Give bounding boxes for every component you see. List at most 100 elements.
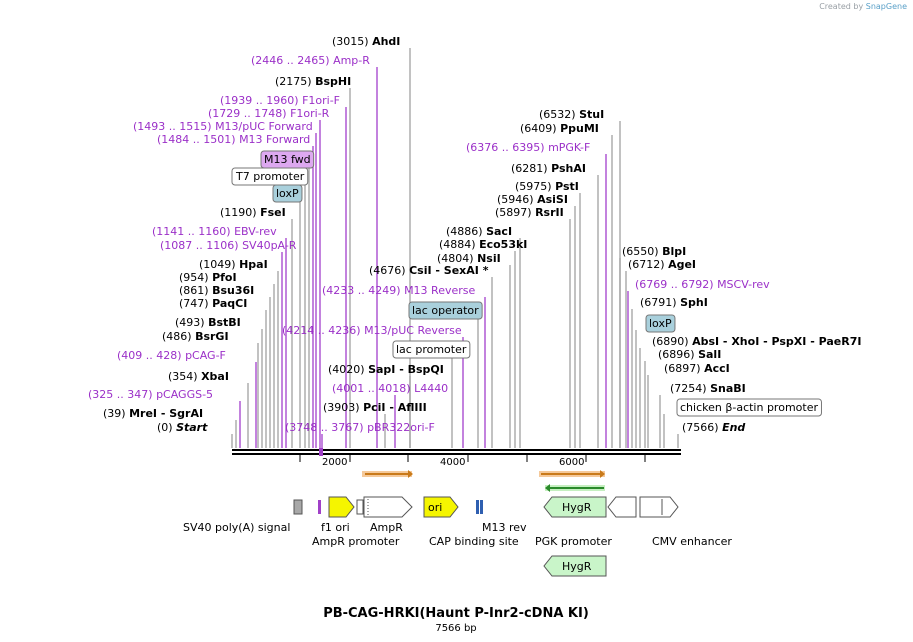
hygr-feature-lower[interactable] — [543, 555, 607, 577]
backbone — [232, 448, 681, 456]
restriction-site-label[interactable]: (954) PfoI — [179, 271, 237, 284]
site-labels: (0) Start(39) MreI - SgrAI (325 .. 347) p… — [88, 35, 861, 434]
sv40-polya-feature[interactable] — [293, 499, 303, 515]
pgk-promoter-feature[interactable] — [607, 496, 637, 518]
restriction-site-label[interactable]: (7254) SnaBI — [670, 382, 746, 395]
ampr-region[interactable] — [363, 496, 413, 518]
restriction-site-label[interactable]: (5897) RsrII — [495, 206, 564, 219]
feature-box-label[interactable]: loxP — [272, 184, 303, 203]
scale: 2000 4000 6000 — [299, 455, 646, 468]
feature-box-label[interactable]: T7 promoter — [231, 167, 309, 186]
restriction-site-label[interactable]: (354) XbaI — [168, 370, 229, 383]
ampr-label: AmpR — [370, 521, 403, 534]
feature-box-text: lac operator — [412, 304, 479, 317]
m13-rev-label: M13 rev — [482, 521, 527, 534]
scale-tick-4000: 4000 — [440, 457, 465, 468]
primer-label[interactable]: (3748 .. 3767) pBR322ori-F — [285, 421, 435, 434]
hygr-feature[interactable] — [543, 496, 607, 518]
site-leader-lines — [231, 48, 679, 448]
feature-box-text: lac promoter — [396, 343, 467, 356]
restriction-site-label[interactable]: (39) MreI - SgrAI — [103, 407, 203, 420]
restriction-site-label[interactable]: (493) BstBI — [175, 316, 241, 329]
restriction-site-label[interactable]: (2175) BspHI — [275, 75, 351, 88]
pgk-promoter-label: PGK promoter — [535, 535, 612, 548]
restriction-site-label[interactable]: (7566) End — [682, 421, 745, 434]
restriction-site-label[interactable]: (1049) HpaI — [199, 258, 268, 271]
feature-track: ori HygR HygR — [293, 496, 679, 577]
restriction-site-label[interactable]: (4886) SacI — [446, 225, 512, 238]
cmv-enhancer-feature[interactable] — [639, 496, 679, 518]
primer-label[interactable]: (1141 .. 1160) EBV-rev — [152, 225, 277, 238]
ori-inline-label: ori — [428, 501, 442, 514]
ampr-promoter-feature[interactable] — [356, 499, 364, 515]
restriction-site-label[interactable]: (1190) FseI — [220, 206, 286, 219]
restriction-site-label[interactable]: (5975) PstI — [515, 180, 579, 193]
feature-box-text: T7 promoter — [235, 170, 305, 183]
sv40-polya-label: SV40 poly(A) signal — [183, 521, 290, 534]
restriction-site-label[interactable]: (4020) SapI - BspQI — [328, 363, 444, 376]
feature-box-label[interactable]: lac operator — [408, 301, 483, 320]
feature-box-label[interactable]: loxP — [645, 314, 676, 333]
credit-prefix: Created by — [819, 2, 864, 11]
restriction-site-label[interactable]: (861) Bsu36I — [179, 284, 254, 297]
ampr-feature[interactable] — [328, 496, 355, 518]
primer-label[interactable]: (1729 .. 1748) F1ori-R — [208, 107, 330, 120]
feature-labels: SV40 poly(A) signal f1 ori AmpR AmpR pro… — [183, 521, 732, 548]
hygr-lower-inline-label: HygR — [562, 560, 592, 573]
cap-binding-feature[interactable] — [476, 500, 479, 514]
feature-box-label[interactable]: M13 fwd — [260, 150, 315, 169]
primer-label[interactable]: (4233 .. 4249) M13 Reverse — [322, 284, 475, 297]
ori-feature[interactable] — [423, 496, 459, 518]
primer-label[interactable]: (4214 .. 4236) M13/pUC Reverse — [282, 324, 462, 337]
primer-label[interactable]: (6376 .. 6395) mPGK-F — [466, 141, 590, 154]
primer-label[interactable]: (1939 .. 1960) F1ori-F — [220, 94, 340, 107]
restriction-site-label[interactable]: (6897) AccI — [664, 362, 730, 375]
cmv-enhancer-label: CMV enhancer — [652, 535, 732, 548]
primer-mark — [319, 448, 323, 456]
restriction-site-label[interactable]: (4884) Eco53kI — [439, 238, 527, 251]
primer-label[interactable]: (1087 .. 1106) SV40pA-R — [160, 239, 297, 252]
credit-label: Created by SnapGene — [819, 2, 907, 11]
restriction-site-label[interactable]: (6896) SalI — [658, 348, 721, 361]
restriction-site-label[interactable]: (3015) AhdI — [332, 35, 400, 48]
restriction-site-label[interactable]: (0) Start — [157, 421, 208, 434]
feature-box-label[interactable]: lac promoter — [392, 340, 471, 359]
restriction-site-label[interactable]: (486) BsrGI — [162, 330, 229, 343]
cap-binding-label: CAP binding site — [429, 535, 519, 548]
restriction-site-label[interactable]: (4804) NsiI — [437, 252, 501, 265]
map-length: 7566 bp — [435, 623, 476, 634]
restriction-site-label[interactable]: (6791) SphI — [640, 296, 708, 309]
restriction-site-label[interactable]: (747) PaqCI — [179, 297, 247, 310]
scale-tick-6000: 6000 — [559, 457, 584, 468]
primer-label[interactable]: (1493 .. 1515) M13/pUC Forward — [133, 120, 313, 133]
f1-ori-label: f1 ori — [321, 521, 350, 534]
feature-box-text: loxP — [649, 317, 672, 330]
ampr-promoter-label: AmpR promoter — [312, 535, 400, 548]
primer-label[interactable]: (6769 .. 6792) MSCV-rev — [635, 278, 770, 291]
restriction-site-label[interactable]: (6532) StuI — [539, 108, 604, 121]
feature-box-text: M13 fwd — [264, 153, 311, 166]
restriction-site-label[interactable]: (4676) CsiI - SexAI * — [369, 264, 489, 277]
primer-label[interactable]: (1484 .. 1501) M13 Forward — [157, 133, 310, 146]
restriction-site-label[interactable]: (6712) AgeI — [628, 258, 696, 271]
restriction-site-label[interactable]: (6890) AbsI - XhoI - PspXI - PaeR7I — [652, 335, 861, 348]
feature-box-text: chicken β-actin promoter — [680, 401, 818, 414]
scale-tick-2000: 2000 — [322, 457, 347, 468]
primer-label[interactable]: (325 .. 347) pCAGGS-5 — [88, 388, 213, 401]
restriction-site-label[interactable]: (6281) PshAI — [511, 162, 586, 175]
feature-box-text: loxP — [276, 187, 299, 200]
primer-label[interactable]: (409 .. 428) pCAG-F — [117, 349, 226, 362]
hygr-inline-label: HygR — [562, 501, 592, 514]
primer-label[interactable]: (4001 .. 4018) L4440 — [332, 382, 448, 395]
primer-label[interactable]: (2446 .. 2465) Amp-R — [251, 54, 370, 67]
cap-binding-feature-2[interactable] — [480, 500, 483, 514]
restriction-site-label[interactable]: (6409) PpuMI — [520, 122, 599, 135]
feature-box-label[interactable]: chicken β-actin promoter — [676, 398, 822, 417]
primer-arrows — [362, 470, 605, 492]
brand-name: SnapGene — [865, 2, 907, 11]
restriction-site-label[interactable]: (6550) BlpI — [622, 245, 686, 258]
restriction-site-label[interactable]: (3903) PciI - AflIII — [323, 401, 427, 414]
restriction-site-label[interactable]: (5946) AsiSI — [497, 193, 568, 206]
f1-ori-feature[interactable] — [318, 500, 321, 514]
